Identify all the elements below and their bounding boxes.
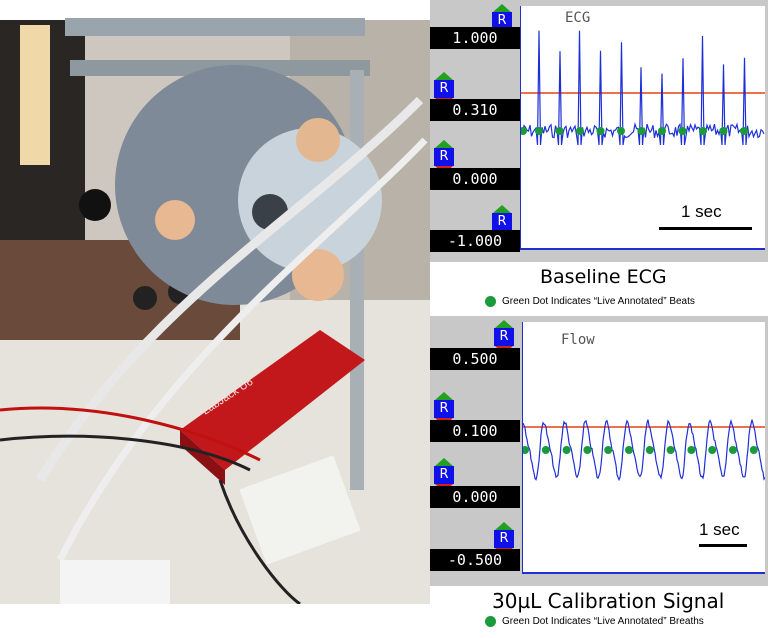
increase-arrow-icon[interactable] bbox=[435, 72, 453, 80]
ecg-trace-line bbox=[521, 30, 765, 146]
flow-breath-dot bbox=[645, 446, 654, 454]
ecg-panel: R 1.000 R 0.310 R 0.000 R -1.000 ECG 1 s… bbox=[430, 0, 768, 262]
ecg-beat-dot bbox=[637, 127, 646, 135]
ecg-time-scale-bar bbox=[659, 227, 752, 230]
ecg-range-button-2[interactable]: R bbox=[434, 80, 454, 98]
ecg-beat-dot bbox=[678, 127, 687, 135]
flow-breath-dot bbox=[687, 446, 696, 454]
flow-breath-dot bbox=[541, 446, 550, 454]
flow-time-scale-label: 1 sec bbox=[699, 520, 740, 539]
hardware-photo-drawing: LabJack U6 bbox=[0, 0, 430, 604]
ecg-range-button-1[interactable]: R bbox=[492, 12, 512, 30]
flow-range-button-1[interactable]: R bbox=[494, 328, 514, 346]
flow-trace-svg bbox=[523, 418, 765, 482]
ecg-threshold-value[interactable]: 0.310 bbox=[430, 99, 520, 121]
flow-baseline-value[interactable]: 0.000 bbox=[430, 486, 520, 508]
increase-arrow-icon[interactable] bbox=[495, 320, 513, 328]
ecg-range-button-3[interactable]: R bbox=[434, 148, 454, 166]
flow-range-button-3[interactable]: R bbox=[434, 466, 454, 484]
flow-trace-line bbox=[523, 418, 765, 482]
ecg-beat-dot bbox=[535, 127, 543, 135]
ecg-annotation-note: Green Dot Indicates “Live Annotated” Bea… bbox=[485, 296, 695, 307]
ecg-beat-dot bbox=[740, 127, 748, 135]
flow-breath-dot bbox=[604, 446, 613, 454]
ecg-beat-dot bbox=[719, 127, 728, 135]
flow-caption: 30µL Calibration Signal bbox=[492, 589, 725, 613]
flow-breath-dot bbox=[523, 446, 529, 454]
increase-arrow-icon[interactable] bbox=[495, 522, 513, 530]
increase-arrow-icon[interactable] bbox=[493, 205, 511, 213]
ecg-baseline-value[interactable]: 0.000 bbox=[430, 168, 520, 190]
flow-annotation-note-text: Green Dot Indicates “Live Annotated” Bre… bbox=[502, 616, 704, 627]
ecg-annotation-dots bbox=[521, 127, 748, 135]
ecg-beat-dot bbox=[699, 127, 707, 135]
green-dot-icon bbox=[485, 296, 496, 307]
ecg-beat-dot bbox=[658, 127, 666, 135]
flow-breath-dot bbox=[583, 446, 592, 454]
ecg-caption: Baseline ECG bbox=[540, 266, 667, 288]
flow-threshold-value[interactable]: 0.100 bbox=[430, 420, 520, 442]
flow-breath-dot bbox=[749, 446, 758, 454]
ecg-time-scale-label: 1 sec bbox=[681, 202, 722, 221]
flow-range-button-4[interactable]: R bbox=[494, 530, 514, 548]
increase-arrow-icon[interactable] bbox=[435, 458, 453, 466]
flow-min-value[interactable]: -0.500 bbox=[430, 549, 520, 571]
flow-time-scale-bar bbox=[699, 544, 747, 547]
ecg-beat-dot bbox=[555, 127, 564, 135]
ecg-beat-dot bbox=[596, 127, 605, 135]
ecg-min-value[interactable]: -1.000 bbox=[430, 230, 520, 252]
flow-plot: Flow 1 sec bbox=[522, 322, 765, 574]
flow-breath-dot bbox=[708, 446, 717, 454]
ecg-beat-dot bbox=[521, 127, 527, 135]
hardware-photo: LabJack U6 bbox=[0, 0, 430, 604]
flow-plot-title: Flow bbox=[561, 332, 595, 348]
flow-breath-dot bbox=[562, 446, 571, 454]
flow-range-button-2[interactable]: R bbox=[434, 400, 454, 418]
increase-arrow-icon[interactable] bbox=[435, 140, 453, 148]
increase-arrow-icon[interactable] bbox=[493, 4, 511, 12]
increase-arrow-icon[interactable] bbox=[435, 392, 453, 400]
ecg-plot-title: ECG bbox=[565, 10, 591, 26]
ecg-plot: ECG 1 sec bbox=[520, 6, 765, 250]
flow-annotation-dots bbox=[523, 446, 758, 454]
ecg-max-value[interactable]: 1.000 bbox=[430, 27, 520, 49]
flow-breath-dot bbox=[666, 446, 675, 454]
ecg-beat-dot bbox=[576, 127, 584, 135]
ecg-annotation-note-text: Green Dot Indicates “Live Annotated” Bea… bbox=[502, 296, 695, 307]
ecg-range-button-4[interactable]: R bbox=[492, 213, 512, 231]
flow-max-value[interactable]: 0.500 bbox=[430, 348, 520, 370]
ecg-trace-svg bbox=[521, 30, 765, 146]
flow-panel: R 0.500 R 0.100 R 0.000 R -0.500 Flow 1 … bbox=[430, 316, 768, 586]
green-dot-icon bbox=[485, 616, 496, 627]
flow-annotation-note: Green Dot Indicates “Live Annotated” Bre… bbox=[485, 616, 704, 627]
ecg-beat-dot bbox=[617, 127, 625, 135]
flow-breath-dot bbox=[625, 446, 633, 454]
flow-breath-dot bbox=[729, 446, 737, 454]
